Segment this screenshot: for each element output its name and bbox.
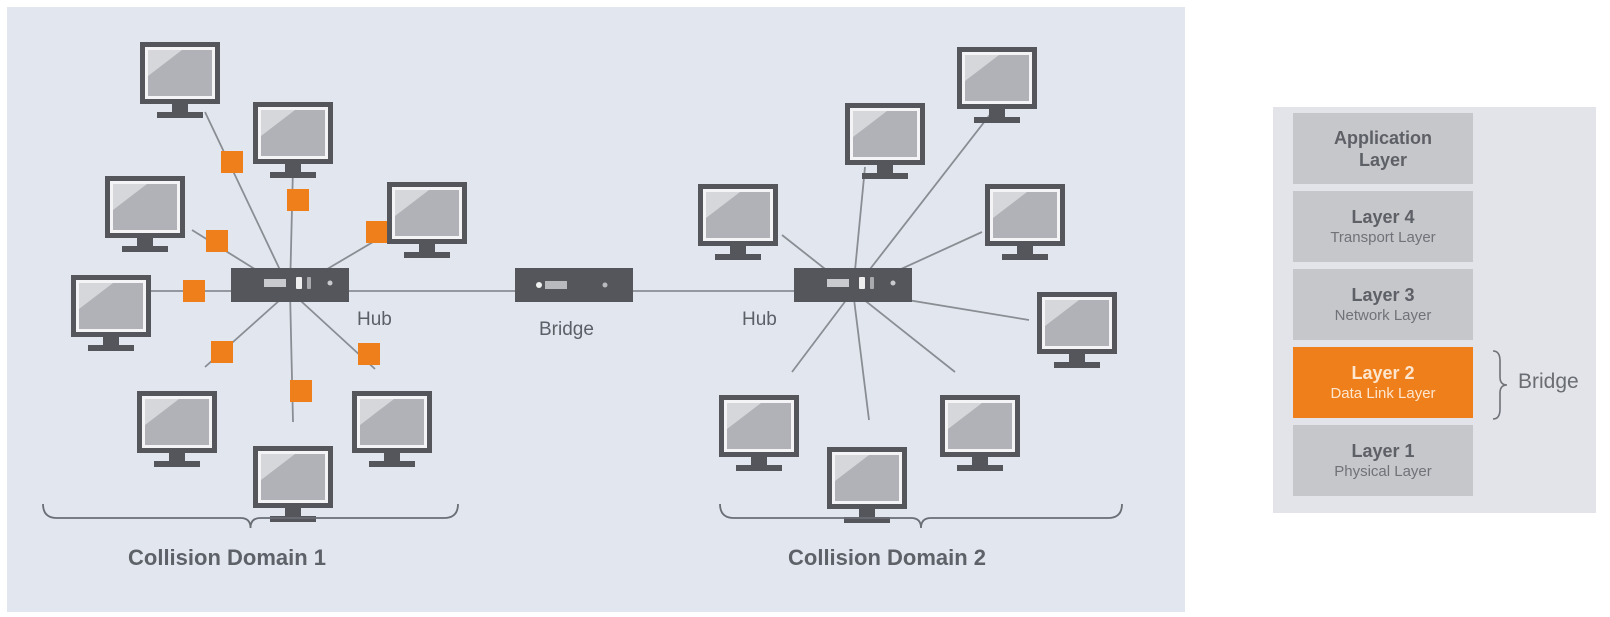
frame-packet-icon [211,341,233,363]
frame-packet-icon [183,280,205,302]
domain-braces [42,503,1123,529]
computer-icon [845,103,925,179]
computer-icon [827,447,907,523]
osi-layer-3: Layer 3 Network Layer [1293,269,1473,340]
bridge-layer-brace-icon [1492,350,1508,420]
frame-packet-icon [206,230,228,252]
hub1-label: Hub [357,309,392,330]
bridge-layer-label: Bridge [1518,370,1579,393]
collision-domain-2-label: Collision Domain 2 [788,545,987,570]
frame-packet-icon [290,380,312,402]
hub2-computer-link [791,290,854,373]
computer-icon [253,446,333,522]
osi-layer-application: Application Layer [1293,113,1473,184]
collision-domain-1-brace-icon [42,503,459,529]
layer-title: Layer 4 [1351,206,1415,227]
hub-2-icon [794,268,912,302]
hub2-computer-link [852,290,956,373]
computers [71,42,1117,523]
computer-icon [957,47,1037,123]
bridge-label: Bridge [539,319,594,340]
collision-domain-1-label: Collision Domain 1 [128,545,327,570]
collision-domain-2-brace-icon [719,503,1123,529]
network-diagram [42,42,1123,529]
hub-1-icon [231,268,349,302]
computer-icon [698,184,778,260]
bridge-icon [515,268,633,302]
computer-icon [140,42,220,118]
layer-subtitle: Physical Layer [1334,462,1432,480]
computer-icon [1037,292,1117,368]
layer-subtitle: Network Layer [1334,306,1432,324]
osi-layer-4: Layer 4 Transport Layer [1293,191,1473,262]
network-diagram-panel: Hub Bridge Hub Collision Domain 1 Collis… [7,7,1185,612]
hub2-computer-link [852,111,993,292]
frame-packet-icon [366,221,388,243]
osi-layer-1: Layer 1 Physical Layer [1293,425,1473,496]
hub2-label: Hub [742,309,777,330]
layer-title: Layer 1 [1351,440,1415,461]
layer-title: Application [1334,127,1432,148]
osi-layer-2-highlighted: Layer 2 Data Link Layer [1293,347,1473,418]
computer-icon [253,102,333,178]
layer-title: Layer 3 [1351,284,1415,305]
computer-icon [137,391,217,467]
layer-title: Layer 2 [1351,362,1415,383]
frame-packet-icon [358,343,380,365]
frame-packet-icon [221,151,243,173]
hub1-computer-link [204,111,291,292]
devices [231,268,912,302]
layer-subtitle: Transport Layer [1330,228,1436,246]
osi-layer-stack: Application Layer Layer 4 Transport Laye… [1273,107,1596,513]
computer-icon [352,391,432,467]
computer-icon [105,176,185,252]
layer-subtitle: Layer [1358,149,1408,170]
hub1-computer-link [289,290,294,423]
computer-icon [71,275,151,351]
computer-icon [985,184,1065,260]
layer-subtitle: Data Link Layer [1330,384,1436,402]
hub2-computer-link [852,290,870,421]
computer-icon [940,395,1020,471]
frame-packet-icon [287,189,309,211]
computer-icon [719,395,799,471]
computer-icon [387,182,467,258]
frames [183,151,388,402]
